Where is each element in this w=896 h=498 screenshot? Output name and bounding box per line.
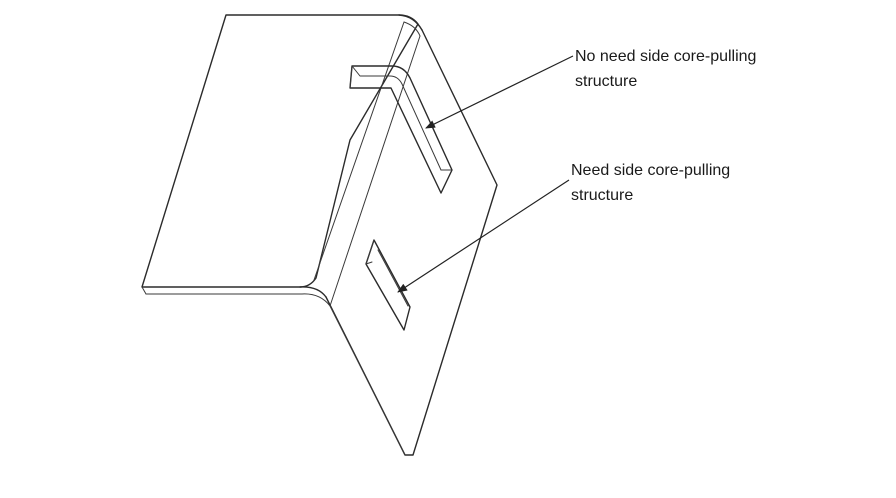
leader-arrow-lower [397, 179, 570, 293]
callout-no-side-core-pulling: No need side core-pulling structure [575, 44, 756, 94]
leader-arrow-upper [425, 55, 574, 129]
top-plate [141, 14, 419, 295]
callout-line: structure [575, 73, 638, 90]
upper-slot [349, 65, 453, 194]
callout-line: No need side core-pulling [575, 48, 757, 65]
front-plate [325, 29, 498, 456]
lower-slot [365, 239, 411, 331]
bend [299, 14, 423, 307]
callout-side-core-pulling: Need side core-pulling structure [571, 158, 730, 208]
callout-line: Need side core-pulling [571, 162, 731, 179]
callout-line: structure [571, 187, 634, 204]
